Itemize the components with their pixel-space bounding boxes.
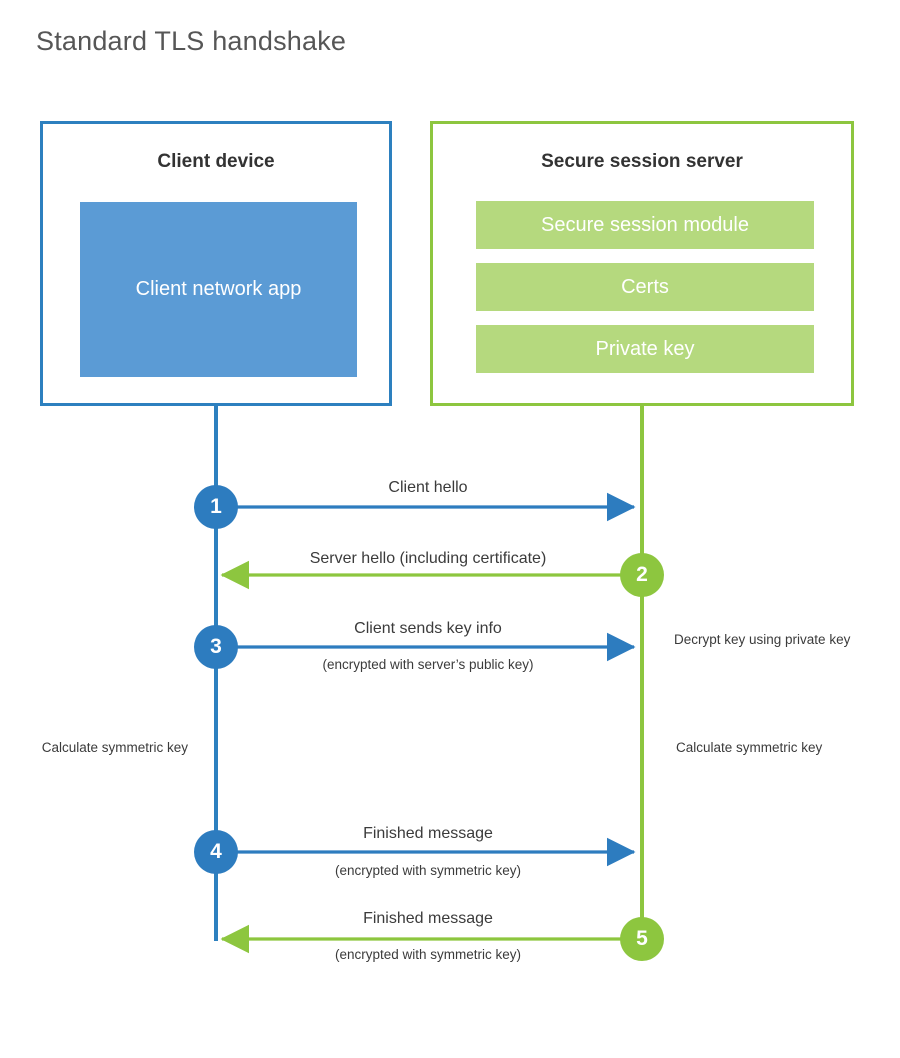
message-label-4: Finished message [363, 825, 493, 842]
step-marker-5[interactable]: 5 [620, 917, 664, 961]
annotation-client-calculate-symmetric-key: Calculate symmetric key [41, 740, 188, 755]
message-sublabel-5: (encrypted with symmetric key) [334, 947, 522, 962]
client-lifeline [214, 404, 218, 941]
message-label-5: Finished message [363, 910, 493, 927]
step-marker-4[interactable]: 4 [194, 830, 238, 874]
annotation-server-calculate-symmetric-key: Calculate symmetric key [676, 740, 823, 755]
client-device-title: Client device [157, 151, 275, 172]
server-component-secure-session-module: Secure session module [476, 201, 814, 249]
message-sublabel-3: (encrypted with server’s public key) [322, 657, 534, 672]
step-marker-2[interactable]: 2 [620, 553, 664, 597]
secure-session-server-box: Secure session server Secure session mod… [430, 121, 854, 406]
server-lifeline [640, 404, 644, 941]
message-label-1: Client hello [388, 479, 468, 496]
client-device-box: Client device Client network app [40, 121, 392, 406]
secure-session-server-title: Secure session server [541, 151, 743, 172]
page-title: Standard TLS handshake [36, 26, 347, 56]
message-label-3: Client sends key info [354, 620, 502, 637]
message-sublabel-4: (encrypted with symmetric key) [334, 863, 522, 878]
client-network-app-block: Client network app [80, 202, 357, 377]
step-marker-1[interactable]: 1 [194, 485, 238, 529]
annotation-server-decrypt: Decrypt key using private key [674, 632, 851, 647]
message-label-2: Server hello (including certificate) [309, 550, 547, 567]
server-component-private-key: Private key [476, 325, 814, 373]
step-marker-3[interactable]: 3 [194, 625, 238, 669]
server-component-certs: Certs [476, 263, 814, 311]
